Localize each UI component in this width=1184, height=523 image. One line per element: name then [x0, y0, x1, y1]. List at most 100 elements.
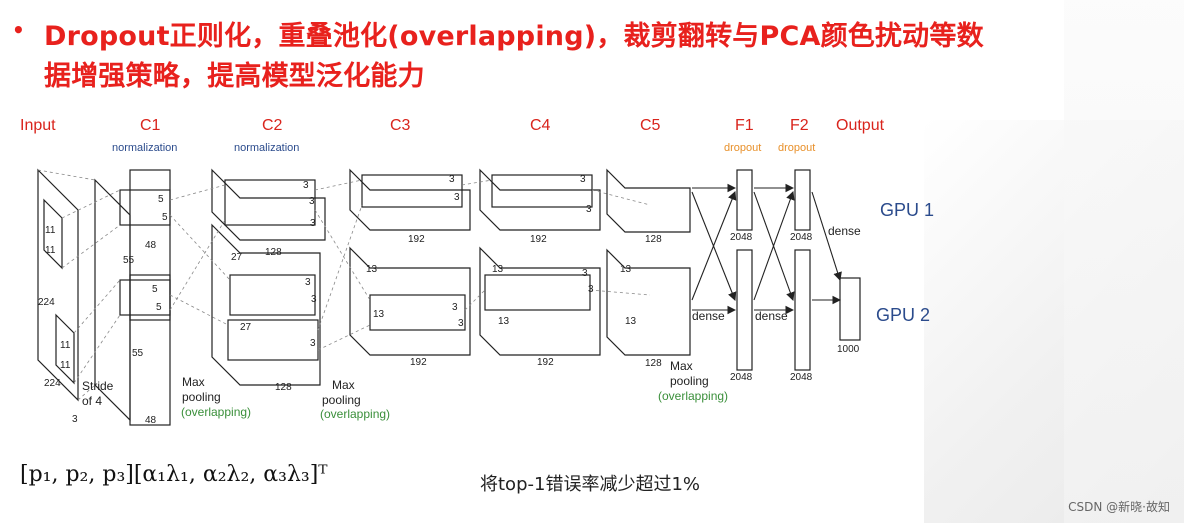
dim-c4-192a: 192 [530, 234, 547, 245]
label-f1: F1 [735, 117, 754, 134]
dim-in224b: 224 [44, 378, 61, 389]
dim-c2-128a: 128 [265, 247, 282, 258]
pool2-overlap: (overlapping) [320, 407, 390, 421]
dim-in3: 3 [72, 414, 78, 425]
dim-in11d: 11 [60, 360, 71, 371]
sub-c1: normalization [112, 142, 177, 154]
label-input: Input [20, 117, 56, 134]
label-c5: C5 [640, 117, 661, 134]
c1-bottom-block [129, 274, 171, 426]
c3-kernel-bottom [369, 294, 466, 331]
dim-c2-3c: 3 [310, 218, 316, 229]
dim-in11b: 11 [45, 245, 56, 256]
pca-formula: [p₁, p₂, p₃][α₁λ₁, α₂λ₂, α₃λ₃]ᵀ [20, 462, 328, 487]
dim-c1-55a: 55 [123, 255, 135, 266]
c2-kernel-3 [227, 319, 319, 361]
c4-kernel-top [491, 174, 593, 208]
dim-c2-3e: 3 [311, 294, 317, 305]
label-f2: F2 [790, 117, 809, 134]
c4-top-block [479, 168, 601, 231]
dim-c4-3a: 3 [580, 174, 586, 185]
f2-top-block [794, 169, 811, 231]
sub-f2: dropout [778, 142, 815, 154]
c3-kernel-top [361, 174, 463, 208]
c2-bottom-block [211, 223, 321, 386]
sub-c2: normalization [234, 142, 299, 154]
dim-c5-13b: 13 [625, 316, 637, 327]
c2-kernel-1 [224, 179, 316, 226]
c1-kernel-top [119, 189, 171, 226]
dim-c2-3b: 3 [309, 196, 315, 207]
dim-c3-192b: 192 [410, 357, 427, 368]
pool1-overlap: (overlapping) [181, 405, 251, 419]
c2-top-block [211, 168, 326, 241]
c3-bottom-block [349, 246, 471, 356]
error-note: 将top-1错误率减少超过1% [480, 474, 700, 495]
dim-c3-3d: 3 [458, 318, 464, 329]
dim-c5-13a: 13 [620, 264, 632, 275]
c2-kernel-2 [229, 274, 316, 316]
dim-c4-3d: 3 [588, 284, 594, 295]
dim-c2-27a: 27 [231, 252, 243, 263]
label-c2: C2 [262, 117, 283, 134]
c5-top-block [606, 168, 691, 233]
dense-arrows [691, 183, 842, 315]
label-c1: C1 [140, 117, 161, 134]
pool1-max: Max [182, 375, 205, 389]
title-line-1: Dropout正则化，重叠池化(overlapping)，裁剪翻转与PCA颜色扰… [44, 21, 984, 52]
f1-top-block [736, 169, 753, 231]
c1-top-block [129, 169, 171, 321]
dim-c3-13a: 13 [366, 264, 378, 275]
dim-c2-128b: 128 [275, 382, 292, 393]
dim-c3-3c: 3 [452, 302, 458, 313]
dim-c4-3b: 3 [586, 204, 592, 215]
dim-c1-48b: 48 [145, 415, 157, 426]
gpu2-label: GPU 2 [876, 305, 930, 325]
f1-bottom-block [736, 249, 753, 371]
dim-c1-5b: 5 [162, 212, 168, 223]
bullet-dot: • [12, 18, 25, 42]
watermark: CSDN @新晓·故知 [1068, 500, 1170, 514]
c4-kernel-bottom [484, 274, 591, 311]
dim-c3-3b: 3 [454, 192, 460, 203]
dim-c1-48a: 48 [145, 240, 157, 251]
dim-in11a: 11 [45, 225, 56, 236]
dim-c1-5c: 5 [152, 284, 158, 295]
projection-lines [37, 169, 651, 401]
output-block [839, 277, 861, 341]
dim-f2-2048a: 2048 [790, 232, 813, 243]
dim-in11c: 11 [60, 340, 71, 351]
c3-top-block [349, 168, 471, 231]
pool2-max: Max [332, 378, 355, 392]
dim-c3-3a: 3 [449, 174, 455, 185]
dim-f1-2048a: 2048 [730, 232, 753, 243]
dense-label-1: dense [828, 224, 861, 238]
pool3-overlap: (overlapping) [658, 389, 728, 403]
stride-label: Stride [82, 379, 114, 393]
dim-c4-192b: 192 [537, 357, 554, 368]
c5-bottom-block [606, 248, 691, 356]
dim-c3-13b: 13 [373, 309, 385, 320]
background-shade-right [1064, 0, 1184, 523]
dim-out1000: 1000 [837, 344, 860, 355]
label-c3: C3 [390, 117, 411, 134]
dim-c2-27b: 27 [240, 322, 252, 333]
dim-in224a: 224 [38, 297, 55, 308]
c1-kernel-bottom [119, 279, 171, 316]
label-c4: C4 [530, 117, 551, 134]
title-line-2: 据增强策略，提高模型泛化能力 [44, 61, 425, 92]
dim-f2-2048b: 2048 [790, 372, 813, 383]
alexnet-diagram: Input C1 C2 C3 C4 C5 F1 F2 Output normal… [20, 117, 934, 426]
dim-c3-192a: 192 [408, 234, 425, 245]
dim-c4-3c: 3 [582, 268, 588, 279]
dim-c1-5a: 5 [158, 194, 164, 205]
label-output: Output [836, 117, 885, 134]
dim-c4-13a: 13 [492, 264, 504, 275]
dim-f1-2048b: 2048 [730, 372, 753, 383]
dense-label-3: dense [755, 309, 788, 323]
dim-c2-3a: 3 [303, 180, 309, 191]
sub-f1: dropout [724, 142, 761, 154]
dim-c4-13b: 13 [498, 316, 510, 327]
pool1-pooling: pooling [182, 390, 221, 404]
dense-label-2: dense [692, 309, 725, 323]
